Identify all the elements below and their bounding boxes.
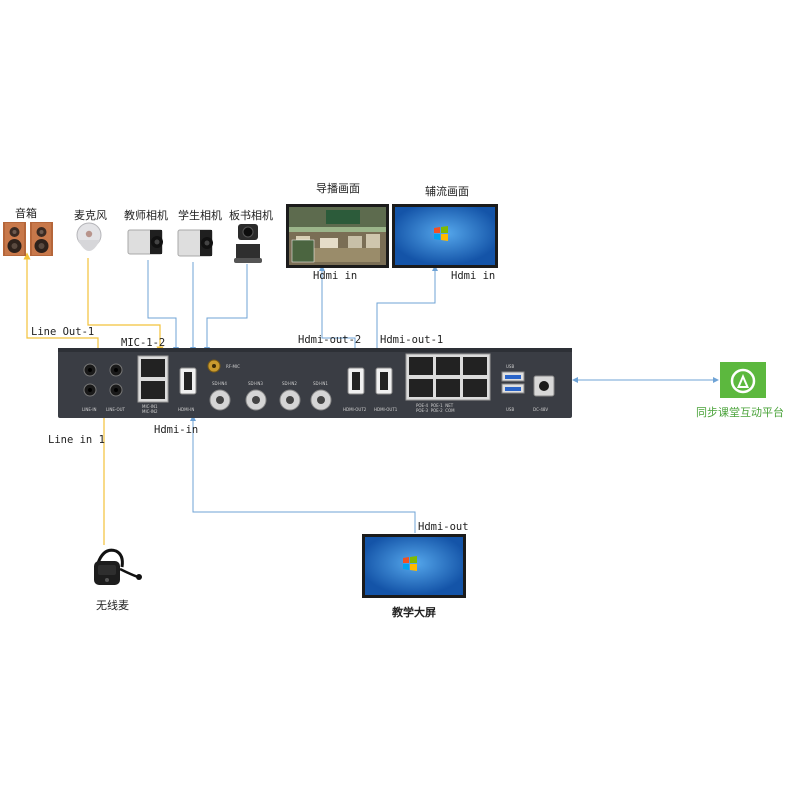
usb-top-label: USB (506, 364, 515, 369)
student-camera-icon (177, 229, 213, 257)
line-out-panel-label: LINE-OUT (106, 407, 126, 412)
teacher-camera-icon (127, 229, 163, 255)
wire-mic (87, 258, 164, 354)
rf-mic-label: RF-MIC (226, 364, 240, 369)
hdmi-out-2-label: Hdmi-out-2 (298, 334, 362, 346)
sdi-in3-label: SDI-IN3 (248, 381, 263, 386)
microphone-icon (76, 222, 102, 251)
wire-board-camera (204, 264, 248, 353)
speaker-icon (3, 222, 53, 256)
wire-teacher-camera (147, 260, 179, 353)
wire-hdmi-out-1 (376, 265, 438, 348)
hdmi-out-label: Hdmi-out (418, 521, 469, 533)
director-hdmi-in-label: Hdmi in (313, 270, 358, 282)
line-in-panel-label: LINE-IN (82, 407, 97, 412)
wire-line-out (23, 252, 99, 350)
board-camera-label: 板书相机 (229, 209, 273, 222)
mic-ports (137, 355, 169, 403)
hdmi-out1-panel-label: HDMI-OUT1 (374, 407, 398, 412)
teaching-screen-label: 教学大屏 (392, 606, 436, 619)
wireless-mic-label: 无线麦 (96, 599, 129, 612)
sdi-ports (209, 389, 332, 411)
dc-panel-label: DC-48V (533, 407, 549, 412)
teaching-screen-monitor (362, 534, 466, 598)
audio-jacks (83, 363, 123, 397)
line-out-label: Line Out-1 (31, 326, 95, 338)
wireless-mic-icon (94, 548, 142, 585)
sdi-in2-label: SDI-IN2 (282, 381, 297, 386)
aux-hdmi-in-label: Hdmi in (451, 270, 496, 282)
director-screen-monitor (286, 204, 389, 268)
device-rear-panel (58, 348, 572, 418)
hdmi-in-label: Hdmi-in (154, 424, 199, 436)
sdi-in1-label: SDI-IN1 (313, 381, 328, 386)
aux-screen-label: 辅流画面 (425, 185, 469, 198)
teacher-camera-label: 教师相机 (124, 209, 168, 222)
platform-icon (720, 362, 766, 398)
speaker-label: 音箱 (15, 207, 37, 220)
usb-bottom-label: USB (506, 407, 515, 412)
aux-screen-monitor (392, 204, 498, 268)
sdi-in4-label: SDI-IN4 (212, 381, 227, 386)
mic-label: MIC-1-2 (121, 337, 166, 349)
hdmi-in-panel-label: HDMI-IN (178, 407, 195, 412)
wire-hdmi-out-2 (319, 265, 356, 348)
hdmi-out-1-label: Hdmi-out-1 (380, 334, 444, 346)
wire-hdmi-teaching (190, 415, 416, 533)
line-in-label: Line in 1 (48, 434, 105, 446)
student-camera-label: 学生相机 (178, 209, 222, 222)
platform-label: 同步课堂互动平台 (696, 406, 784, 419)
poe-ports (405, 353, 491, 401)
board-camera-icon (234, 224, 262, 263)
poe-panel-label: POE-4 POE-1 NET POE-3 POE-2 COM (416, 403, 455, 413)
mic-in-panel-label: MIC-IN1 MIC-IN2 (142, 404, 158, 414)
director-screen-label: 导播画面 (316, 182, 360, 195)
hdmi-out2-panel-label: HDMI-OUT2 (343, 407, 367, 412)
microphone-label: 麦克风 (74, 209, 107, 222)
